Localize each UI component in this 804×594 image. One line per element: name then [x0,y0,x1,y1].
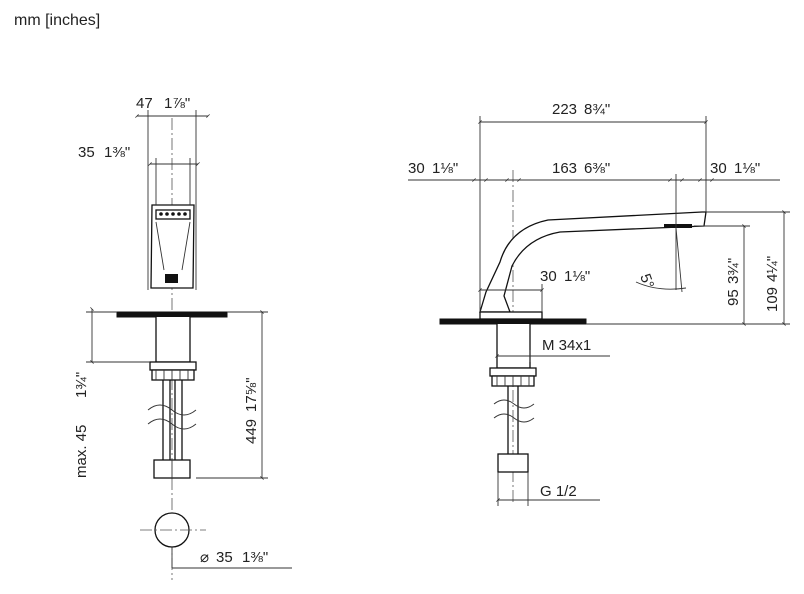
dim-right-value: 30 [710,160,727,177]
front-cap-dot [183,212,187,216]
dim-47-inches: 1⅞" [164,95,190,112]
dim-95-inches: 3¾" [725,258,742,284]
dim-449-inches: 17⅝" [243,377,260,412]
front-shank [155,317,191,363]
dim-max45-inches: 1¾" [73,372,90,398]
dim-base-value: 30 [540,268,557,285]
dim-35-value: 35 [78,144,95,161]
front-handle-facets [155,221,191,271]
side-connector [497,453,529,473]
dim-max45-value: max. 45 [73,425,90,478]
side-view: 223 8¾" 30 1⅛" 163 6⅜" 30 1⅛" 30 1⅛" 5° … [408,101,790,506]
dim-223-inches: 8¾" [584,101,610,118]
side-base [479,311,543,320]
side-break-lines [493,399,535,423]
dim-base-inches: 1⅛" [564,268,590,285]
units-label: mm [inches] [14,12,101,29]
front-cap-dot [159,212,163,216]
side-nut-upper [489,367,537,377]
dim-left-inches: 1⅛" [432,160,458,177]
connection-label: G 1/2 [540,483,577,500]
spout-aerator [664,224,692,228]
front-nut-lower [151,369,195,381]
dim-47-value: 47 [136,95,153,112]
dim-223-value: 223 [552,101,577,118]
dim-hole-value: 35 [216,549,233,566]
angle-value: 5° [636,272,657,291]
front-nut-upper [149,361,197,371]
front-cap-dot [165,212,169,216]
side-shank [496,324,531,369]
dim-mid-value: 163 [552,160,577,177]
dim-left-value: 30 [408,160,425,177]
front-break-lines [147,404,197,430]
front-cap-dot [177,212,181,216]
dim-hole-diameter-symbol: ⌀ [200,549,209,566]
thread-label: M 34x1 [542,337,591,354]
dim-109-value: 109 [764,287,781,312]
angle-line [675,227,683,293]
front-indicator [165,274,178,283]
dim-35-inches: 1⅜" [104,144,130,161]
dim-109-inches: 4¼" [764,256,781,282]
front-view: 47 1⅞" 35 1⅜" max. 45 1¾" 449 17⅝" ⌀ 35 … [73,95,292,580]
front-hoses [162,380,183,470]
dim-hole-inches: 1⅜" [242,549,268,566]
front-handle-body [150,204,195,289]
front-cap-dot [171,212,175,216]
side-deck-plate [439,318,587,325]
dim-right-inches: 1⅛" [734,160,760,177]
side-nut-ribs [496,376,530,386]
dim-95-value: 95 [725,289,742,306]
dim-449-value: 449 [243,419,260,444]
side-hose [507,386,519,460]
angle-arc [635,281,687,290]
dim-mid-inches: 6⅜" [584,160,610,177]
front-deck-plate [116,311,228,318]
front-nut-ribs [155,370,189,380]
